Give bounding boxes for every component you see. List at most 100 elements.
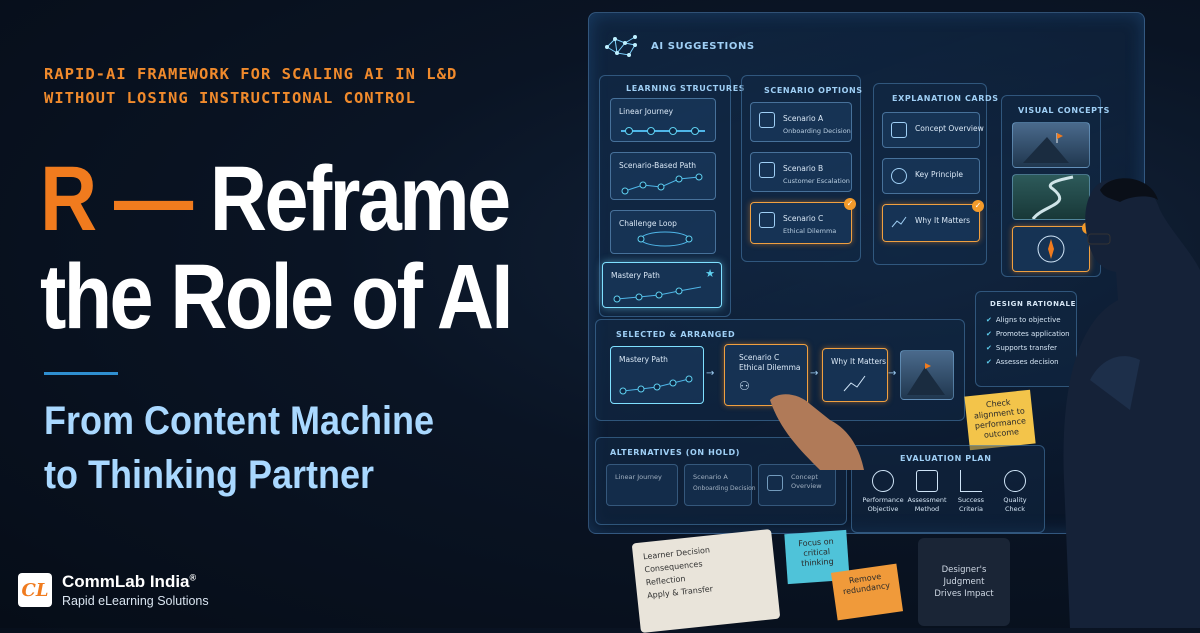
notebook: Learner Decision Consequences Reflection… xyxy=(631,528,781,633)
branching-path-icon xyxy=(621,173,703,195)
learning-structures-label: LEARNING STRUCTURES xyxy=(626,84,746,93)
card-title: Why It Matters xyxy=(915,216,971,225)
brand: CL CommLab India® Rapid eLearning Soluti… xyxy=(18,572,209,608)
kicker-line-2: WITHOUT LOSING INSTRUCTIONAL CONTROL xyxy=(44,89,416,107)
scenario-sub: Onboarding Decision xyxy=(783,127,851,135)
arrow-right-icon: → xyxy=(706,368,715,379)
coffee-mug: Designer's Judgment Drives Impact xyxy=(918,538,1010,626)
structure-label: Challenge Loop xyxy=(619,219,677,228)
hand-illustration xyxy=(770,394,864,470)
selected-mastery-path[interactable]: Mastery Path xyxy=(610,346,704,404)
explanation-cards-label: EXPLANATION CARDS xyxy=(892,94,999,103)
structure-challenge-loop[interactable]: Challenge Loop xyxy=(610,210,716,254)
scenario-options-label: SCENARIO OPTIONS xyxy=(764,86,863,95)
target-icon xyxy=(872,470,894,492)
structure-linear-journey[interactable]: Linear Journey xyxy=(610,98,716,142)
road-image[interactable] xyxy=(1012,174,1090,220)
explanation-cards-panel: EXPLANATION CARDS Concept Overview Key P… xyxy=(873,83,998,265)
eval-label-2: Method xyxy=(914,505,940,513)
subtitle-line-2: to Thinking Partner xyxy=(44,453,375,497)
subtitle: From Content Machine to Thinking Partner xyxy=(44,394,434,502)
concept-overview-card[interactable]: Concept Overview xyxy=(882,112,984,148)
visual-concepts-label: VISUAL CONCEPTS xyxy=(1018,106,1111,115)
mug-line: Judgment xyxy=(943,577,985,587)
evaluation-plan-label: EVALUATION PLAN xyxy=(900,454,992,463)
alternatives-label: ALTERNATIVES (ON HOLD) xyxy=(610,448,740,457)
designer-person-illustration xyxy=(1063,178,1200,628)
kicker-line-1: RAPID-AI FRAMEWORK FOR SCALING AI IN L&D xyxy=(44,65,458,83)
alt-linear-journey[interactable]: Linear Journey xyxy=(606,464,678,506)
brand-logo: CL xyxy=(18,573,52,607)
brain-network-icon xyxy=(605,35,637,57)
path-dots xyxy=(621,127,705,135)
structure-label: Scenario-Based Path xyxy=(619,161,697,170)
scenario-c-card[interactable]: Scenario C Ethical Dilemma ✓ xyxy=(750,198,856,244)
trend-up-icon xyxy=(891,216,907,228)
key-principle-card[interactable]: Key Principle xyxy=(882,158,980,194)
eval-label-2: Check xyxy=(1005,505,1025,513)
alt-concept-overview[interactable]: Concept Overview xyxy=(758,464,836,506)
headline-letter: R xyxy=(40,148,97,250)
star-icon: ★ xyxy=(705,267,715,280)
design-rationale-panel: DESIGN RATIONALE ✔Aligns to objective ✔P… xyxy=(975,291,1077,387)
headline-line-2: the Role of AI xyxy=(40,246,513,348)
card-title: Concept Overview xyxy=(915,124,984,133)
design-rationale-label: DESIGN RATIONALE xyxy=(990,300,1076,308)
brand-name: CommLab India® xyxy=(62,572,209,592)
road-icon xyxy=(1031,175,1074,220)
structure-scenario-based[interactable]: Scenario-Based Path xyxy=(610,152,716,200)
book-icon xyxy=(767,475,783,491)
checklist-icon xyxy=(916,470,938,492)
eval-label-1: Success xyxy=(957,496,985,504)
rationale-item: ✔Supports transfer xyxy=(986,344,1058,352)
mug-line: Designer's xyxy=(941,565,987,575)
rationale-item: ✔Aligns to objective xyxy=(986,316,1061,324)
mountain-image[interactable] xyxy=(1012,122,1090,168)
scenario-a-card[interactable]: Scenario A Onboarding Decision xyxy=(750,102,852,142)
card-title: Linear Journey xyxy=(615,473,662,481)
alt-scenario-a[interactable]: Scenario A Onboarding Decision xyxy=(684,464,756,506)
visual-concepts-panel: VISUAL CONCEPTS ✓ xyxy=(1001,95,1109,277)
scenario-title: Scenario A xyxy=(783,114,824,123)
check-circle-icon: ✔ xyxy=(986,330,992,338)
selected-why-it-matters[interactable]: Why It Matters xyxy=(822,348,888,402)
structure-mastery-path[interactable]: Mastery Path ★ xyxy=(602,262,722,308)
scenario-sub: Customer Escalation xyxy=(783,177,850,185)
document-icon xyxy=(759,112,775,128)
selected-mountain-image[interactable] xyxy=(900,350,954,400)
compass-image[interactable]: ✓ xyxy=(1012,222,1094,272)
headline-line-1: R — Reframe xyxy=(40,150,511,248)
check-circle-icon: ✔ xyxy=(986,344,992,352)
learning-structures-panel: LEARNING STRUCTURES Linear Journey Scena… xyxy=(599,75,745,317)
sticky-note: Check alignment to performance outcome xyxy=(964,389,1036,451)
card-subtitle: Onboarding Decision xyxy=(693,485,756,492)
sticky-note-orange: Remove redundancy xyxy=(830,563,904,621)
card-title: Key Principle xyxy=(915,170,963,179)
card-title: Why It Matters xyxy=(831,357,887,366)
mountain-icon xyxy=(907,363,945,395)
compass-icon xyxy=(1037,235,1065,263)
document-icon xyxy=(759,162,775,178)
alternatives-panel: ALTERNATIVES (ON HOLD) Linear Journey Sc… xyxy=(595,437,847,525)
card-subtitle: Overview xyxy=(791,482,822,490)
check-icon: ✓ xyxy=(972,200,984,212)
people-icon xyxy=(759,212,775,228)
why-it-matters-card[interactable]: Why It Matters ✓ xyxy=(882,200,984,242)
hero-text: RAPID-AI FRAMEWORK FOR SCALING AI IN L&D… xyxy=(40,0,584,628)
card-title: Concept xyxy=(791,473,818,481)
scenario-title: Scenario C xyxy=(783,214,824,223)
selected-arranged-label: SELECTED & ARRANGED xyxy=(616,330,736,339)
brand-reg: ® xyxy=(189,572,197,583)
badge-icon xyxy=(1004,470,1026,492)
scenario-b-card[interactable]: Scenario B Customer Escalation xyxy=(750,152,852,192)
eval-label-1: Performance xyxy=(862,496,904,504)
mug-line: Drives Impact xyxy=(934,589,994,599)
board-header: AI SUGGESTIONS xyxy=(651,41,755,52)
arrow-right-icon: → xyxy=(810,368,819,379)
eval-label-2: Objective xyxy=(867,505,899,513)
subtitle-line-1: From Content Machine xyxy=(44,399,435,443)
